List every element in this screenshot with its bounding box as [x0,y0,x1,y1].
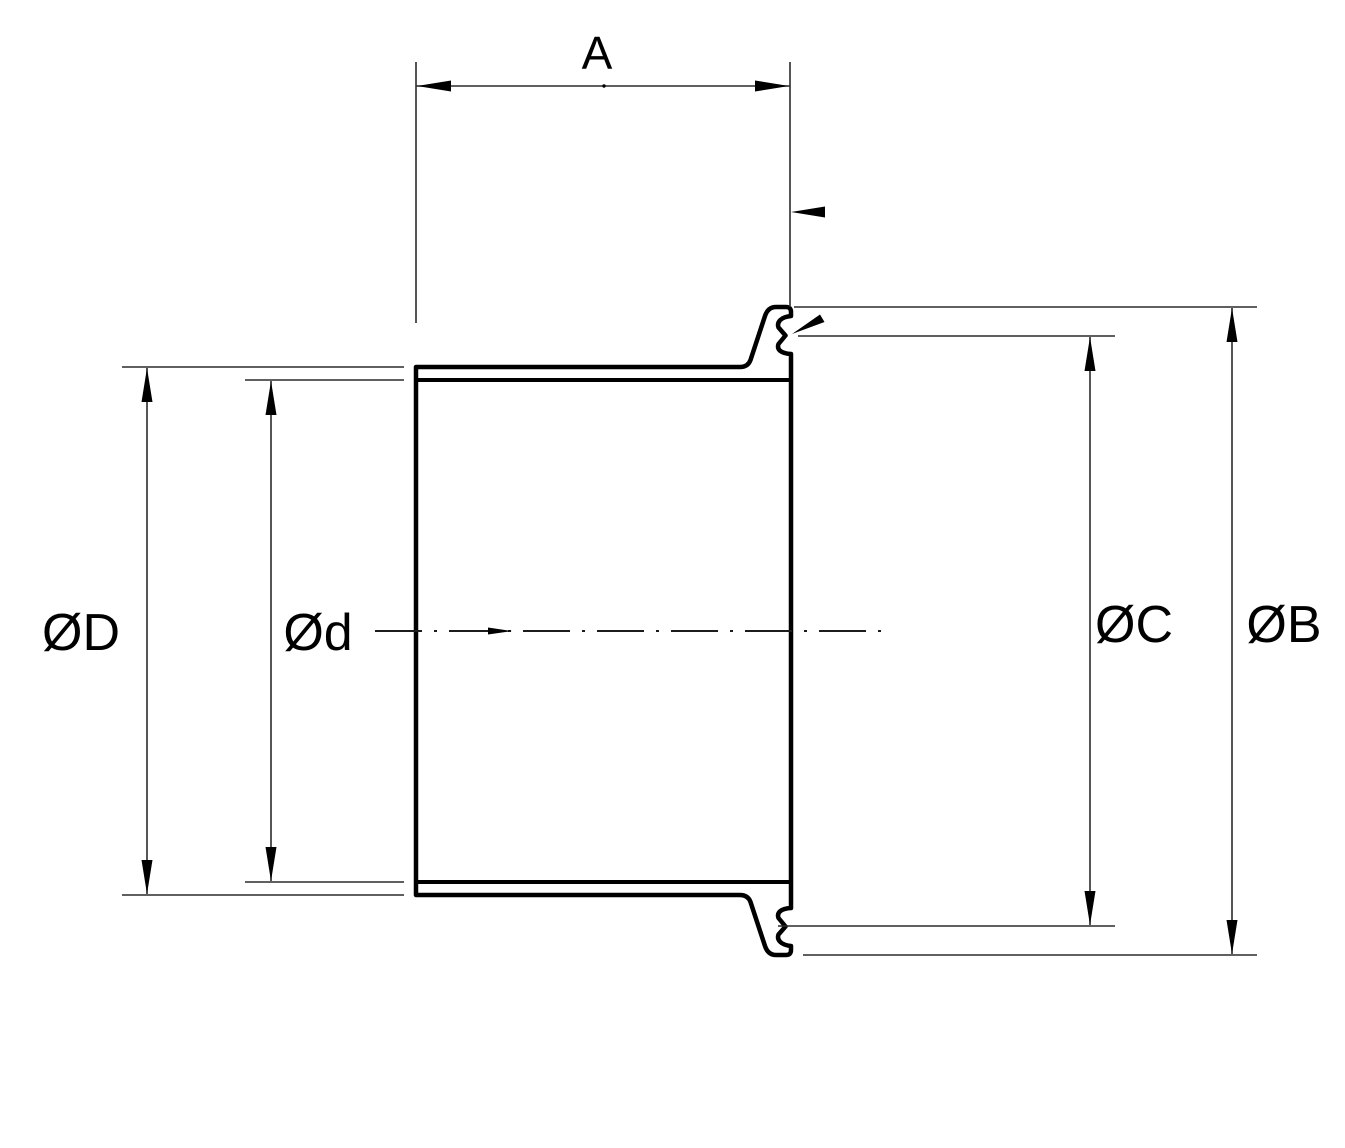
dim-oc-arrow-up [1084,337,1096,371]
dim-od-arrow-up [141,368,153,402]
dim-a-arrow-left [417,80,451,92]
dimension-oc [778,314,1115,927]
dimension-a [415,62,825,323]
dim-label-od: ØD [42,604,120,662]
dim-od-arrow-down [141,860,153,894]
dim-label-a: A [581,27,613,79]
flow-arrow-icon [488,627,512,635]
flange-face-arrow [791,206,825,218]
groove-leader-arrow [792,314,825,334]
dim-label-id: Ød [283,604,353,662]
ferrule-outer-profile [413,304,794,958]
part-ferrule-outline [413,304,794,958]
dim-id-arrow-up [265,381,277,415]
dimension-od [122,366,404,896]
dim-label-oc: ØC [1095,596,1173,654]
dimension-ob [794,306,1257,956]
dim-a-midpoint-tick [602,84,606,88]
dimension-id [245,379,404,883]
dim-oc-arrow-down [1084,891,1096,925]
dim-id-arrow-down [265,847,277,881]
dim-label-ob: ØB [1246,596,1322,654]
centerline [375,627,891,635]
dim-a-arrow-right [755,80,789,92]
dim-ob-arrow-down [1226,920,1238,954]
dim-ob-arrow-up [1226,308,1238,342]
